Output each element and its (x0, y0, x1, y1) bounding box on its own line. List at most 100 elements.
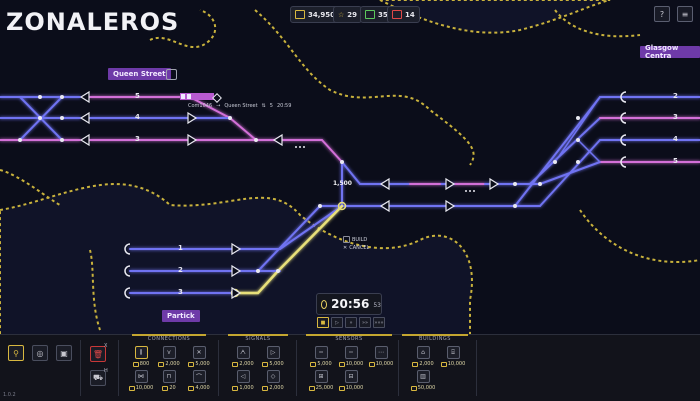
price: 800 (139, 361, 150, 367)
coin-icon (232, 385, 239, 391)
platform-number: 4 (135, 113, 140, 121)
coin-icon (368, 361, 375, 367)
price: 4,000 (195, 385, 210, 391)
platform-number: 5 (135, 92, 140, 100)
connection-item[interactable]: ⫼800 (128, 346, 154, 370)
platform-icon: ⇅ (261, 103, 266, 109)
signals[interactable] (79, 90, 500, 300)
train-destination: Queen Street (224, 103, 258, 109)
junction-cost-label: 1,500 (333, 180, 352, 187)
game-clock: 20:56 53 (316, 293, 382, 315)
platform-number: 1 (178, 244, 183, 252)
price: 5,000 (317, 361, 332, 367)
counter-sensor-icon: ⋯ (374, 346, 388, 359)
depot-icon: ⌂ (416, 346, 430, 359)
trains-alert-counter: 14 (387, 6, 420, 23)
help-button[interactable]: ? (654, 6, 670, 22)
section-title-connections: CONNECTIONS (147, 336, 191, 342)
trains-alert-value: 14 (405, 10, 415, 19)
crossing-track-icon: ✕ (192, 346, 206, 359)
connection-item[interactable]: ⌒ 4,000 (186, 370, 212, 394)
track-icon: ⚲ (13, 348, 19, 358)
bridge-icon: ⌒ (192, 370, 206, 383)
train[interactable] (180, 93, 222, 103)
coin-icon (338, 361, 345, 367)
building-item[interactable]: ⌸10,000 (440, 346, 466, 370)
layer-tool-button[interactable]: ▣ (56, 345, 72, 361)
station-name: Glasgow Centra (645, 44, 679, 60)
connection-item[interactable]: ✕5,000 (186, 346, 212, 370)
building-item[interactable]: ⌂2,000 (410, 346, 436, 370)
price: 1,000 (239, 385, 254, 391)
platform-number: 2 (178, 266, 183, 274)
station-label-glasgow-central[interactable]: Glasgow Centra (640, 44, 700, 60)
queue-dots (295, 146, 475, 192)
sensor-item[interactable]: ┅5,000 (308, 346, 334, 370)
building-item[interactable]: ▥50,000 (410, 370, 436, 394)
one-way-signal-icon: ◁ (236, 370, 250, 383)
platform-number: 3 (178, 288, 183, 296)
delete-button[interactable]: 🗑 (90, 346, 106, 362)
train-info-label: Com1046 → Queen Street ⇅ 5 20:59 (188, 103, 291, 109)
price: 2,000 (165, 361, 180, 367)
sensor-item[interactable]: ⊞ 25,000 (308, 370, 334, 394)
lock-icon[interactable] (166, 69, 177, 80)
speed-2-button[interactable]: » (345, 317, 357, 328)
track-tool-button[interactable]: ⚲ (8, 345, 24, 361)
cancel-label: CANCEL (349, 245, 370, 251)
divider (296, 340, 297, 396)
coin-icon (232, 361, 239, 367)
signal-item[interactable]: ▷5,000 (260, 346, 286, 370)
view-tool-button[interactable]: ◎ (32, 345, 48, 361)
sensor-item[interactable]: ⋯ 10,000 (368, 346, 394, 370)
section-title-sensors: SENSORS (335, 336, 363, 342)
help-icon: ? (659, 9, 665, 19)
layer-icon: ▣ (60, 348, 68, 358)
switch-track-icon: ⋎ (162, 346, 176, 359)
platform-number: 4 (673, 135, 678, 143)
price: 5,000 (269, 361, 284, 367)
sensor-item[interactable]: ┉10,000 (338, 346, 364, 370)
clock-icon (321, 299, 328, 309)
price: 10,000 (135, 385, 154, 391)
speed-3-button[interactable]: »» (359, 317, 371, 328)
eye-icon: ◎ (36, 348, 44, 358)
price: 25,000 (315, 385, 334, 391)
price: 10,000 (375, 361, 394, 367)
switch-nodes[interactable] (18, 95, 580, 298)
version-label: 1.0.2 (3, 392, 16, 398)
rail-map[interactable] (0, 0, 700, 335)
trash-icon: 🗑 (92, 349, 104, 359)
gate-sensor-icon: ⊞ (314, 370, 328, 383)
station-label-queen-street[interactable]: Queen Street (108, 68, 171, 80)
station-name: Partick (167, 312, 195, 320)
menu-button[interactable]: ≡ (677, 6, 693, 22)
station-label-partick[interactable]: Partick (162, 310, 200, 322)
cancel-option[interactable]: ✕ CANCEL (343, 245, 369, 251)
delete-hotkey: X (104, 343, 108, 349)
connection-item[interactable]: ⊓20 (156, 370, 182, 394)
build-option[interactable]: BUILD (343, 236, 367, 243)
move-button[interactable]: ⛟ (90, 370, 106, 386)
signal-item[interactable]: ◁ 1,000 (230, 370, 256, 394)
speed-1-button[interactable]: ▷ (331, 317, 343, 328)
speed-4-button[interactable]: »»» (373, 317, 385, 328)
price: 10,000 (345, 385, 364, 391)
clock-time: 20:56 (331, 297, 370, 311)
station-icon: ⌸ (446, 346, 460, 359)
arrow-icon: → (216, 103, 221, 109)
connection-item[interactable]: ⋎ 2,000 (156, 346, 182, 370)
price: 2,000 (239, 361, 254, 367)
sensor-item[interactable]: ⊟10,000 (338, 370, 364, 394)
price: 10,000 (345, 361, 364, 367)
coin-icon (440, 361, 447, 367)
pause-button[interactable]: ■ (317, 317, 329, 328)
connection-item[interactable]: ⋈ 10,000 (128, 370, 154, 394)
section-underline (228, 334, 288, 336)
coin-icon (412, 361, 419, 367)
coin-icon (132, 361, 139, 367)
signal-item[interactable]: ◇2,000 (260, 370, 286, 394)
price: 2,000 (269, 385, 284, 391)
double-switch-icon: ⋈ (134, 370, 148, 383)
